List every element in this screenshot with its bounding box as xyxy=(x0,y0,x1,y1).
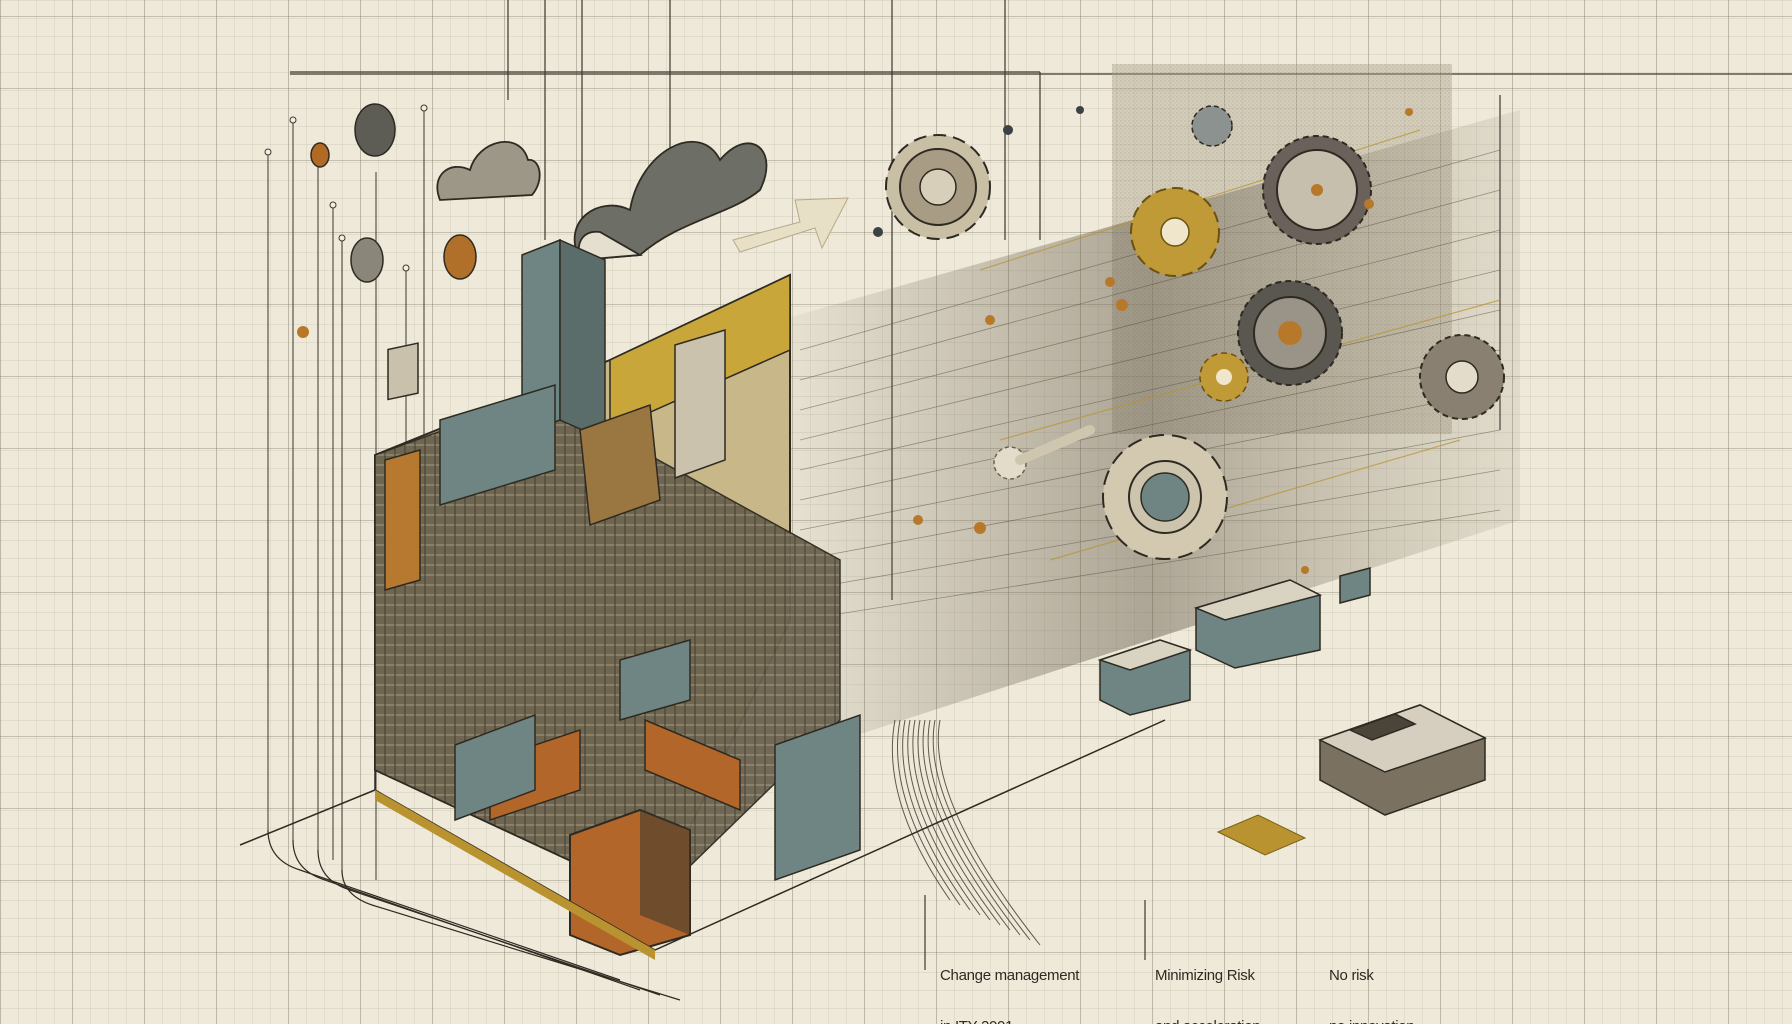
handheld-device xyxy=(1318,704,1487,816)
arrow-right-icon xyxy=(732,197,849,253)
caption-change-management: Change management in ITY 2001 xyxy=(940,933,1079,1024)
gear-icon xyxy=(1199,352,1249,402)
cloud-large xyxy=(573,141,768,261)
cloud-small xyxy=(436,141,541,201)
dot xyxy=(297,326,309,338)
caption-no-risk: No risk no innovation xyxy=(1329,933,1415,1024)
gear-icon xyxy=(1191,105,1233,147)
gear-icon xyxy=(993,446,1027,480)
cable-bundle xyxy=(891,719,1041,946)
gold-tile xyxy=(1216,814,1307,856)
caption-line: no innovation xyxy=(1329,1018,1415,1024)
gear-icon xyxy=(1262,135,1372,245)
caption-minimizing-risk: Minimizing Risk and acceleration xyxy=(1155,933,1261,1024)
slate-boxes xyxy=(1097,567,1371,716)
gear-icon xyxy=(1419,334,1505,420)
caption-line: Change management xyxy=(940,967,1080,984)
caption-line: in ITY 2001 xyxy=(940,1018,1079,1024)
caption-line: and acceleration xyxy=(1155,1018,1261,1024)
server-machine xyxy=(239,238,1166,960)
caption-line: No risk xyxy=(1329,967,1374,984)
flow-lines xyxy=(267,829,681,1001)
beads xyxy=(913,108,1413,574)
gear-icon xyxy=(885,134,991,240)
gear-icon xyxy=(1102,434,1228,560)
floating-coins xyxy=(310,103,477,401)
gear-icon xyxy=(1130,187,1220,277)
caption-line: Minimizing Risk xyxy=(1155,967,1255,984)
gear-icon xyxy=(1237,280,1343,386)
